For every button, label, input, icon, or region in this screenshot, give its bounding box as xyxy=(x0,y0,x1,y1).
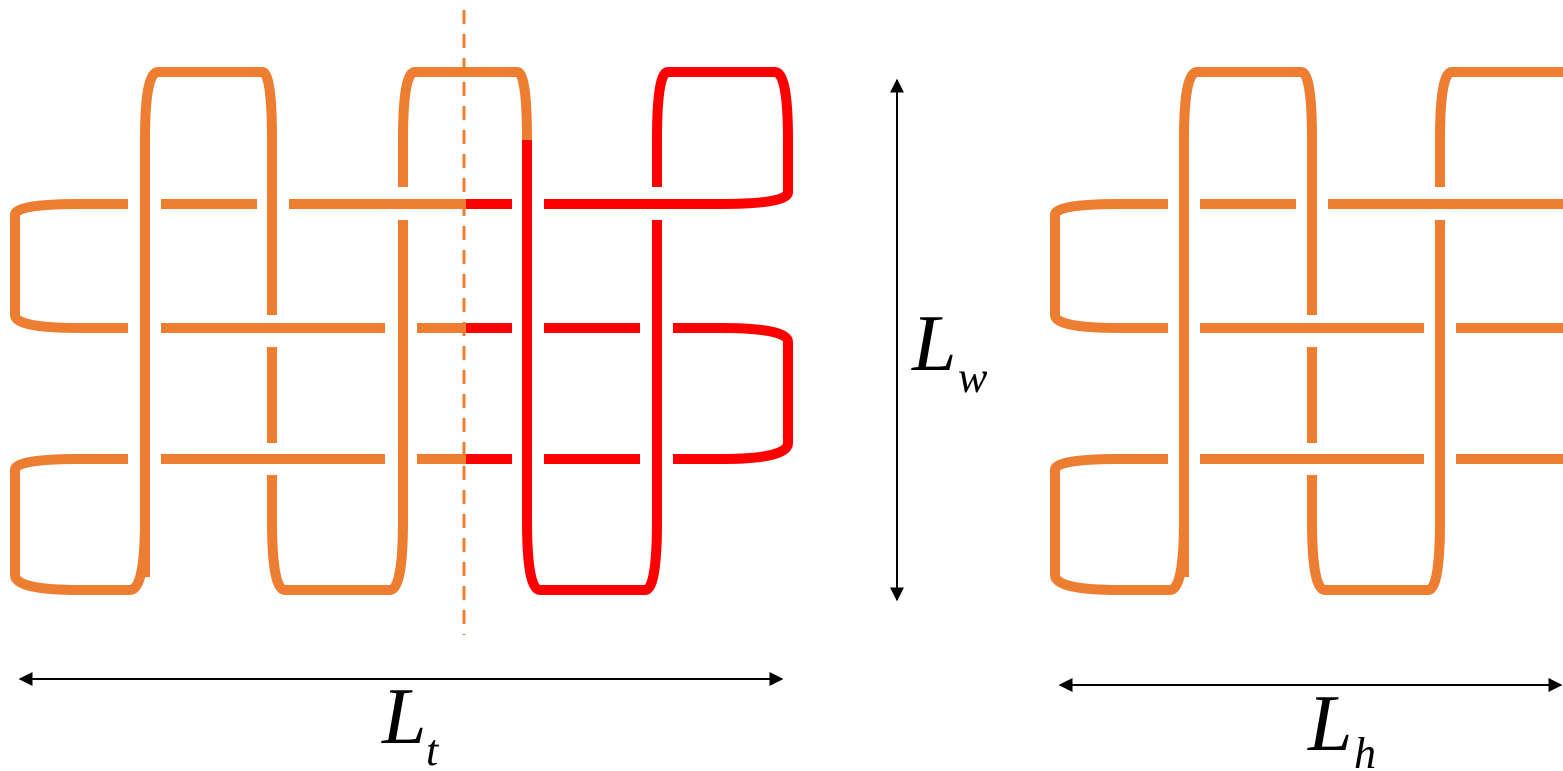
highlight-row-1-right xyxy=(544,67,793,209)
right-knot-loop-top-1 xyxy=(1179,67,1317,577)
length-label-main: L xyxy=(381,673,427,761)
width-label-sub: w xyxy=(958,353,988,402)
highlight-vertical-main xyxy=(522,140,662,595)
left-knot-highlight xyxy=(466,67,793,595)
right-knot-side-loop-lower xyxy=(1050,454,1189,595)
left-knot xyxy=(10,67,532,595)
left-knot-loop-top-2 xyxy=(398,67,532,187)
left-knot-loop-top-1 xyxy=(140,67,277,577)
left-knot-side-loop-lower xyxy=(10,454,150,595)
left-knot-side-loop-upper xyxy=(10,199,128,333)
right-knot-side-loop-upper xyxy=(1050,199,1168,333)
left-knot-segment-v1-low xyxy=(267,220,408,595)
right-length-label-main: L xyxy=(1307,680,1353,768)
right-length-label-sub: h xyxy=(1354,729,1376,771)
length-label-sub: t xyxy=(426,726,440,771)
width-label-main: L xyxy=(911,300,957,388)
highlight-row-2-loop xyxy=(673,323,793,464)
right-knot xyxy=(1050,67,1563,595)
right-knot-segment-v1-low xyxy=(1307,220,1445,595)
right-knot-loop-top-2 xyxy=(1435,67,1563,187)
